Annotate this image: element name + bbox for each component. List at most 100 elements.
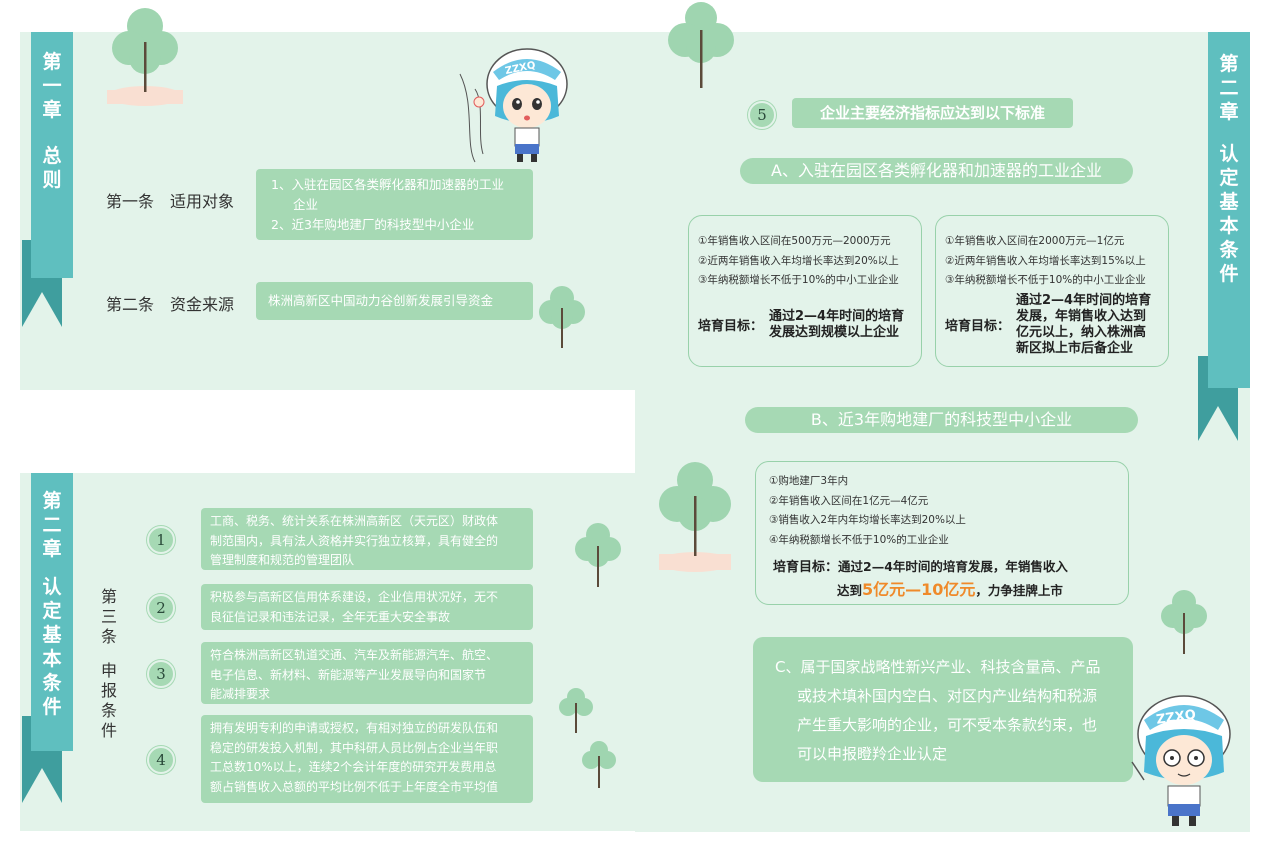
card-b: ①购地建厂3年内 ②年销售收入区间在1亿元—4亿元 ③销售收入2年内年均增长率达… — [755, 461, 1129, 605]
ribbon-char: 章 — [1219, 101, 1239, 123]
ribbon-char: 章 — [42, 538, 62, 560]
section-a-title: A、入驻在园区各类孵化器和加速器的工业企业 — [740, 158, 1133, 184]
ribbon-char: 定 — [1219, 167, 1239, 189]
card-a2-item: ①年销售收入区间在2000万元—1亿元 — [945, 235, 1125, 247]
article2-number: 第二条 — [106, 295, 155, 314]
condition-box: 积极参与高新区信用体系建设，企业信用状况好，无不良征信记录和违法记录，全年无重大… — [201, 584, 533, 630]
article1-label: 第一条适用对象 — [106, 188, 234, 212]
chapter1-ribbon: 第一章总则 — [31, 32, 73, 278]
article1-item: 1、入驻在园区各类孵化器和加速器的工业 — [271, 177, 504, 192]
tree-decoration — [107, 8, 183, 106]
section-c-box: C、属于国家战略性新兴产业、科技含量高、产品 或技术填补国内空白、对区内产业结构… — [753, 637, 1133, 782]
condition-line: 拥有发明专利的申请或授权，有相对独立的研发队伍和 — [210, 721, 499, 735]
chapter2-ribbon-left: 第二章认定基本条件 — [31, 473, 73, 751]
condition-box: 拥有发明专利的申请或授权，有相对独立的研发队伍和稳定的研发投入机制，其中科研人员… — [201, 715, 533, 803]
condition-line: 额占销售收入总额的平均比例不低于上年度全市平均值 — [210, 779, 499, 794]
tree-decoration — [659, 462, 731, 572]
article1-content-box: 1、入驻在园区各类孵化器和加速器的工业 企业 2、近3年购地建厂的科技型中小企业 — [256, 169, 533, 240]
ribbon-char: 一 — [42, 75, 62, 97]
condition-number: 3 — [147, 660, 175, 688]
article2-content-box: 株洲高新区中国动力谷创新发展引导资金 — [256, 282, 533, 320]
condition-line: 积极参与高新区信用体系建设，企业信用状况好，无不 — [210, 590, 499, 604]
condition-number: 4 — [147, 746, 175, 774]
article1-item: 2、近3年购地建厂的科技型中小企业 — [271, 217, 475, 232]
card-a2-goal-line: 新区拟上市后备企业 — [1016, 340, 1134, 356]
article1-number: 第一条 — [106, 192, 155, 211]
article3-vertical-label: 第三条申报条件 — [98, 587, 120, 741]
ribbon-char: 基 — [42, 624, 62, 646]
card-b-goal-post: ，力争挂牌上市 — [975, 583, 1063, 598]
section-b-title: B、近3年购地建厂的科技型中小企业 — [745, 407, 1138, 433]
article3-char: 第 — [100, 587, 117, 606]
ribbon-char: 二 — [42, 514, 62, 536]
card-b-goal-highlight: 5亿元—10亿元 — [862, 580, 976, 599]
tree-decoration — [559, 688, 593, 733]
condition-line: 能减排要求 — [210, 687, 271, 701]
card-a2: ①年销售收入区间在2000万元—1亿元 ②近两年销售收入年均增长率达到15%以上… — [935, 215, 1169, 367]
card-a1-goal-label: 培育目标： — [698, 319, 764, 334]
ribbon-char: 条 — [1219, 239, 1239, 261]
article3-char: 件 — [100, 721, 117, 740]
ribbon-char: 二 — [1219, 77, 1239, 99]
article3-char — [98, 647, 120, 661]
card-a1-item: ②近两年销售收入年均增长率达到20%以上 — [698, 254, 899, 267]
card-a1-goal-line: 通过2—4年时间的培育 — [769, 308, 905, 324]
condition-number: 1 — [147, 526, 175, 554]
ribbon-char: 件 — [42, 696, 62, 718]
tree-decoration — [1161, 590, 1207, 654]
ribbon-char: 认 — [42, 576, 62, 598]
condition-line: 管理制度和规范的管理团队 — [210, 553, 355, 567]
card-b-goal-line: 通过2—4年时间的培育发展，年销售收入 — [838, 559, 1068, 574]
card-a1-item: ③年纳税额增长不低于10%的中小工业企业 — [698, 274, 899, 286]
card-b-item: ②年销售收入区间在1亿元—4亿元 — [769, 494, 929, 507]
card-a2-goal-line: 亿元以上，纳入株洲高 — [1016, 324, 1147, 340]
section-c-line: 产生重大影响的企业，可不受本条款约束，也 — [797, 716, 1098, 734]
tree-decoration — [582, 741, 616, 788]
card-a2-goal-line: 通过2—4年时间的培育 — [1016, 292, 1152, 308]
card-b-goal-pre: 达到 — [837, 583, 863, 598]
chapter2-ribbon-right: 第二章认定基本条件 — [1208, 32, 1250, 388]
card-a2-item: ②近两年销售收入年均增长率达到15%以上 — [945, 254, 1146, 267]
condition-box: 符合株洲高新区轨道交通、汽车及新能源汽车、航空、电子信息、新材料、新能源等产业发… — [201, 642, 533, 704]
card-a2-goal-label: 培育目标： — [945, 319, 1011, 334]
article3-char: 条 — [100, 627, 117, 646]
article2-label: 第二条资金来源 — [106, 291, 234, 315]
card-a1-goal-line: 发展达到规模以上企业 — [769, 324, 900, 340]
article3-char: 条 — [100, 701, 117, 720]
ribbon-char: 第 — [1219, 53, 1239, 75]
card-b-item: ①购地建厂3年内 — [769, 475, 849, 487]
card-a1: ①年销售收入区间在500万元—2000万元 ②近两年销售收入年均增长率达到20%… — [688, 215, 922, 367]
mascot-character: ZZXQ — [459, 48, 568, 163]
helmet-text: ZZXQ — [1155, 707, 1197, 727]
condition-box: 工商、税务、统计关系在株洲高新区（天元区）财政体制范围内，具有法人资格并实行独立… — [201, 508, 533, 570]
section-c-line: C、属于国家战略性新兴产业、科技含量高、产品 — [775, 658, 1101, 676]
ribbon-char: 件 — [1219, 263, 1239, 285]
section-c-line: 或技术填补国内空白、对区内产业结构和税源 — [797, 687, 1098, 705]
ribbon-char: 本 — [1219, 215, 1239, 237]
tree-decoration — [668, 2, 734, 88]
ribbon-char: 第 — [42, 51, 62, 73]
article2-title: 资金来源 — [170, 295, 235, 314]
ribbon-char: 基 — [1219, 191, 1239, 213]
card-a2-goal-line: 发展，年销售收入达到 — [1016, 308, 1147, 324]
condition-line: 稳定的研发投入机制，其中科研人员比例占企业当年职 — [210, 740, 499, 755]
ribbon-char: 定 — [42, 600, 62, 622]
tree-decoration — [539, 286, 585, 348]
ribbon-char: 第 — [42, 490, 62, 512]
condition-line: 良征信记录和违法记录，全年无重大安全事故 — [210, 609, 451, 624]
ribbon-char: 总 — [42, 145, 62, 167]
card-b-item: ④年纳税额增长不低于10%的工业企业 — [769, 533, 949, 546]
article1-item: 企业 — [293, 197, 319, 212]
condition-number: 2 — [147, 594, 175, 622]
condition-line: 工商、税务、统计关系在株洲高新区（天元区）财政体 — [210, 514, 499, 528]
article1-title: 适用对象 — [170, 192, 235, 211]
ribbon-char: 本 — [42, 648, 62, 670]
card-b-goal-label: 培育目标： — [773, 560, 839, 575]
article3-char: 三 — [100, 607, 117, 626]
section5-number: 5 — [748, 101, 776, 129]
card-b-item: ③销售收入2年内年均增长率达到20%以上 — [769, 514, 966, 526]
ribbon-char: 条 — [42, 672, 62, 694]
article3-char: 报 — [100, 681, 117, 700]
tree-decoration — [575, 523, 621, 587]
condition-line: 电子信息、新材料、新能源等产业发展导向和国家节 — [210, 667, 487, 682]
